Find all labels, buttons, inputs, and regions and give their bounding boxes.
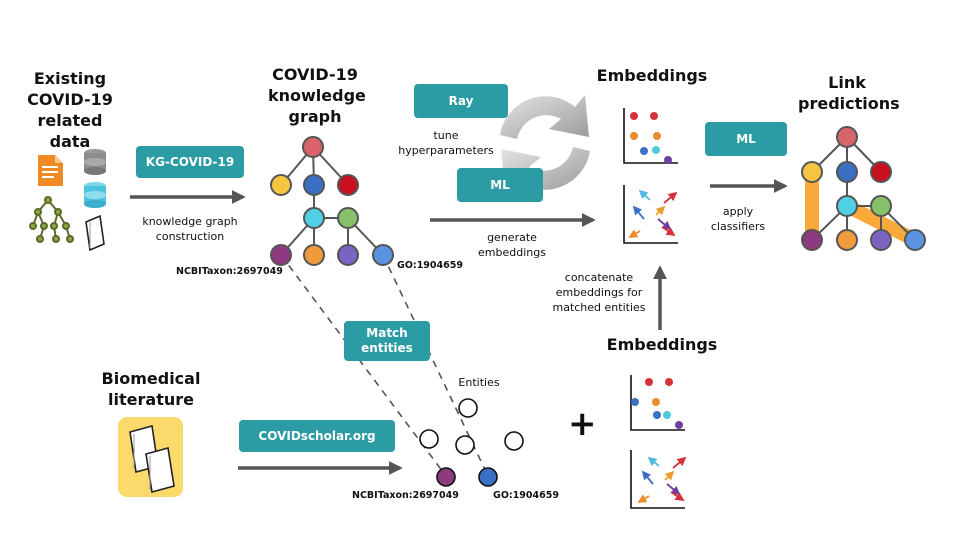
kg-node [870, 229, 892, 251]
entity-cluster [419, 398, 524, 487]
kg-node [836, 195, 858, 217]
kg-node [904, 229, 926, 251]
ray-button[interactable]: Ray [414, 84, 508, 118]
entity-node [504, 431, 524, 451]
heading-embeddings-top: Embeddings [596, 66, 708, 85]
document-icon [38, 155, 63, 186]
entity-node [455, 435, 475, 455]
match-line-ncbi [280, 254, 447, 477]
kg-node [801, 229, 823, 251]
database-icon [84, 182, 106, 208]
caption-generate: generate embeddings [478, 231, 546, 259]
database-icon [84, 149, 106, 175]
label-ncbitaxon-top: NCBITaxon:2697049 [176, 266, 283, 277]
entity-node-go [478, 467, 498, 487]
kg-node [836, 229, 858, 251]
kg-node [337, 207, 359, 229]
match-line-go [382, 254, 489, 477]
kg-covid-button[interactable]: KG-COVID-19 [136, 146, 244, 178]
label-go-top: GO:1904659 [397, 260, 463, 271]
kg-node [270, 174, 292, 196]
entity-node [419, 429, 439, 449]
scatter-icon [623, 108, 678, 164]
kg-node [337, 244, 359, 266]
vector-icon [623, 185, 678, 244]
kg-node [801, 161, 823, 183]
heading-biomedical: Biomedical literature [101, 369, 201, 409]
label-ncbitaxon-bottom: NCBITaxon:2697049 [352, 490, 459, 501]
ml-apply-button[interactable]: ML [705, 122, 787, 156]
link-prediction-tree [801, 126, 926, 251]
caption-tune: tune hyperparameters [398, 129, 494, 157]
kg-node [836, 126, 858, 148]
kg-node [303, 174, 325, 196]
kg-node [870, 195, 892, 217]
kg-node [870, 161, 892, 183]
kg-node-go [372, 244, 394, 266]
caption-apply: apply classifiers [710, 205, 766, 233]
heading-kg: COVID-19 knowledge graph [268, 65, 366, 126]
ml-generate-button[interactable]: ML [457, 168, 543, 202]
caption-kg-construction: knowledge graph construction [142, 215, 238, 243]
entity-node [458, 398, 478, 418]
kg-node [302, 136, 324, 158]
match-entities-button[interactable]: Match entities [344, 321, 430, 361]
covidscholar-button[interactable]: COVIDscholar.org [239, 420, 395, 452]
kg-node [337, 174, 359, 196]
plus-sign: + [568, 404, 597, 444]
heading-existing-data: Existing COVID-19 related data [27, 69, 113, 151]
kg-node [303, 244, 325, 266]
kg-tree-top [270, 136, 394, 266]
entity-node-ncbitaxon [436, 467, 456, 487]
kg-node [836, 161, 858, 183]
caption-entities: Entities [458, 376, 500, 389]
kg-node [303, 207, 325, 229]
heading-link-predictions: Link predictions [798, 73, 900, 113]
kg-node-ncbitaxon [270, 244, 292, 266]
tree-icon [29, 196, 74, 243]
paper-icon [85, 214, 105, 252]
vector-icon [630, 450, 687, 509]
label-go-bottom: GO:1904659 [493, 490, 559, 501]
scatter-icon [630, 375, 685, 431]
book-icon [118, 417, 183, 497]
heading-embeddings-bottom: Embeddings [606, 335, 718, 354]
caption-concatenate: concatenate embeddings for matched entit… [552, 271, 646, 314]
